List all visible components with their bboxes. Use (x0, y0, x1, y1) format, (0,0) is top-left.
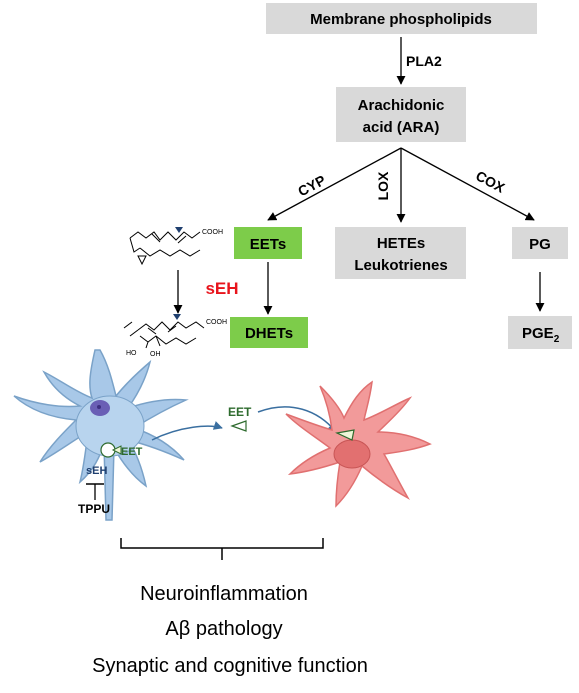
eet-glia-triangle-icon (335, 429, 355, 441)
pg-box (512, 227, 568, 259)
pg-label: PG (529, 236, 551, 253)
arachidonic-acid-line2: acid (ARA) (363, 119, 440, 136)
arachidonic-acid-box (336, 87, 466, 142)
abeta-suffix: pathology (190, 618, 282, 640)
ho-label: HO (126, 350, 137, 357)
tppu-label: TPPU (78, 502, 110, 516)
dhets-label: DHETs (245, 325, 293, 342)
cooh-top: COOH (202, 229, 223, 236)
cooh-bottom: COOH (206, 319, 227, 326)
eet-triangle-icon (111, 445, 122, 455)
eet-to-glia-arrow (257, 406, 337, 433)
cyp-label: CYP (295, 172, 328, 200)
pge-text: PGE (522, 325, 554, 342)
eet-on-neuron-label: EET (121, 446, 143, 458)
leukotrienes-label: Leukotrienes (354, 257, 447, 274)
seh-in-neuron-label: sEH (86, 465, 107, 477)
arachidonic-acid-line1: Arachidonic (358, 97, 445, 114)
pla2-label: PLA2 (406, 53, 442, 69)
cox-arrow (400, 147, 535, 221)
outcome-bracket (120, 538, 324, 549)
abeta-beta: β (179, 618, 191, 640)
eet-release-arrow (151, 421, 223, 441)
eet-chemical-structure: COOH (129, 227, 223, 266)
abeta-a: A (165, 618, 179, 640)
cox-label: COX (473, 167, 508, 196)
pge2-label: PGE2 (522, 325, 560, 345)
outcome-synaptic-cognitive: Synaptic and cognitive function (92, 655, 368, 677)
cyp-arrow (267, 147, 402, 221)
eet-free-triangle-icon (230, 420, 247, 432)
outcome-abeta-pathology: Aβ pathology (165, 618, 282, 640)
pge2-box (508, 316, 572, 349)
seh-enzyme-label: sEH (205, 279, 238, 298)
hetes-box (335, 227, 466, 279)
glial-cell (285, 380, 432, 508)
oh-label: OH (150, 351, 161, 358)
neuron-cell (13, 349, 189, 521)
outcome-neuroinflammation: Neuroinflammation (140, 583, 308, 605)
dhet-chemical-structure: COOH HO OH (123, 314, 227, 358)
membrane-phospholipids-label: Membrane phospholipids (310, 11, 492, 28)
lox-label: LOX (375, 171, 391, 200)
eet-between-label: EET (228, 405, 252, 419)
eets-box (234, 227, 302, 259)
membrane-phospholipids-box (266, 3, 537, 34)
dhets-box (230, 317, 308, 348)
pge-subscript: 2 (554, 334, 560, 345)
eets-label: EETs (250, 236, 286, 253)
hetes-label: HETEs (377, 235, 425, 252)
